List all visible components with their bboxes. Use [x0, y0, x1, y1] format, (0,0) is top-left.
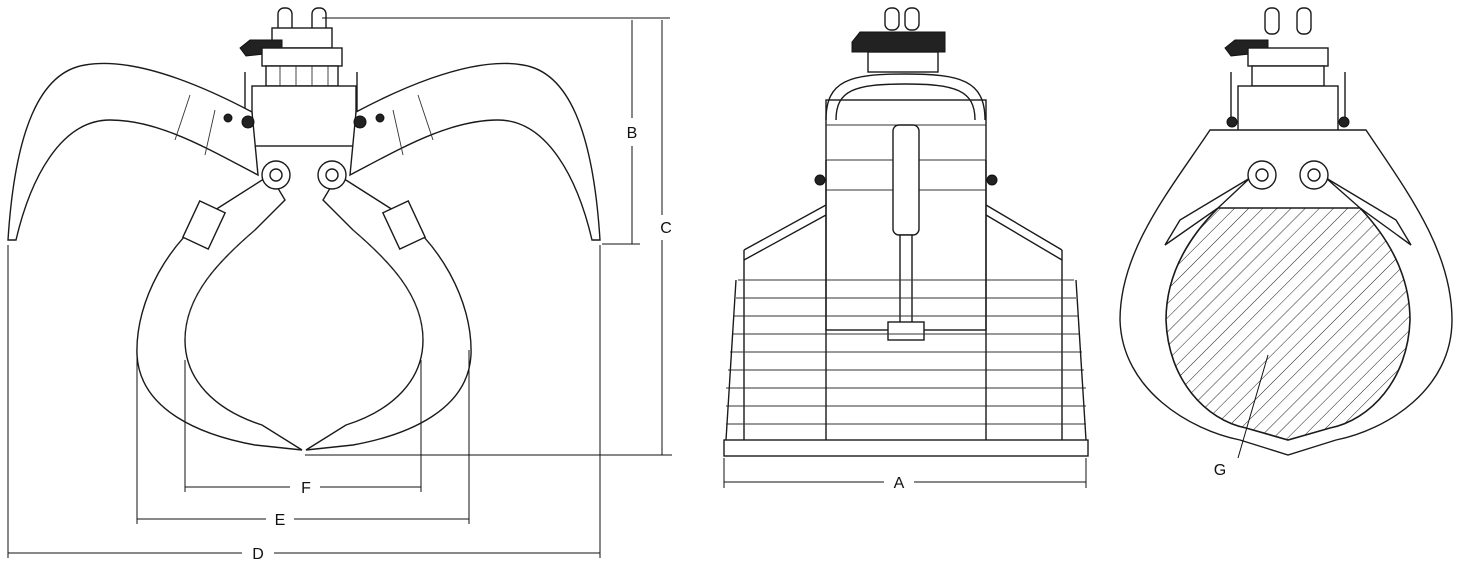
left-outer-arm	[7, 62, 259, 241]
dimension-label-b: B	[627, 125, 638, 142]
right-outer-arm	[349, 62, 601, 241]
dimension-label-e: E	[275, 512, 286, 529]
rotator-left	[239, 7, 358, 147]
dimension-label-f: F	[301, 480, 311, 497]
dimension-label-a: A	[894, 475, 905, 492]
dimension-label-g: G	[1214, 462, 1226, 479]
dimension-label-c: C	[660, 220, 672, 237]
front-grapple-view	[723, 7, 1089, 457]
open-grapple-view	[7, 7, 601, 451]
closed-grapple-view	[1119, 7, 1453, 456]
dimension-label-d: D	[252, 546, 264, 562]
load-area	[1165, 207, 1411, 441]
dimension-lines	[7, 17, 1269, 558]
